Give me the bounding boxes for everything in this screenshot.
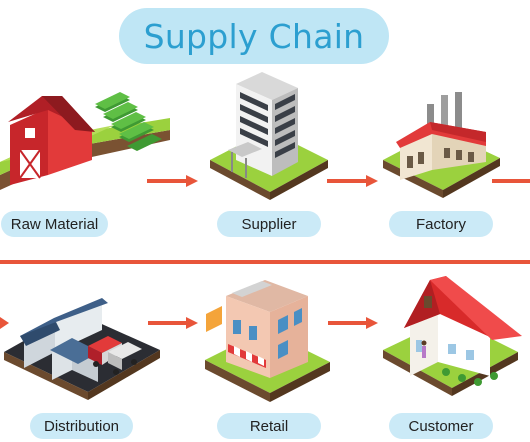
stage-label-supplier: Supplier	[217, 211, 321, 237]
arrow-raw-to-supplier	[147, 175, 198, 187]
title-banner: Supply Chain	[119, 8, 389, 64]
factory-icon	[383, 92, 500, 198]
stage-label-distribution: Distribution	[30, 413, 133, 439]
stage-label-customer: Customer	[389, 413, 493, 439]
house-icon	[383, 276, 522, 396]
office-building-icon	[210, 72, 328, 200]
page-title: Supply Chain	[143, 16, 365, 56]
stage-label-factory: Factory	[389, 211, 493, 237]
arrow-entry-distribution	[0, 317, 9, 329]
stage-label-retail: Retail	[217, 413, 321, 439]
arrow-supplier-to-factory	[327, 175, 378, 187]
flow-arrows	[0, 175, 530, 329]
store-icon	[205, 280, 330, 402]
arrow-distribution-to-retail	[148, 317, 198, 329]
barn-icon	[0, 92, 170, 190]
person-figure	[421, 340, 427, 358]
warehouse-icon	[4, 298, 160, 400]
stage-label-raw-material: Raw Material	[1, 211, 108, 237]
arrow-retail-to-customer	[328, 317, 378, 329]
